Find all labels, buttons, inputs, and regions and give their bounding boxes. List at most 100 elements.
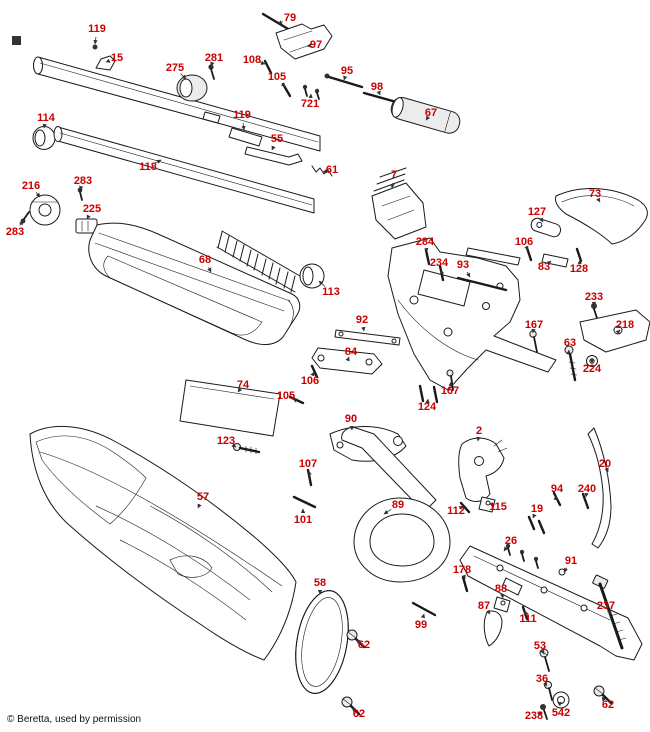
part-label-233: 233 (585, 291, 603, 303)
part-label-123: 123 (217, 435, 235, 447)
part-label-53: 53 (534, 640, 546, 652)
pin-106-b (310, 364, 319, 379)
part-label-36: 36 (536, 673, 548, 685)
sight-base (228, 127, 263, 147)
part-label-178: 178 (453, 564, 471, 576)
leader-line-123 (231, 443, 237, 448)
part-label-79: 79 (284, 12, 296, 24)
firing-pin (324, 73, 364, 89)
plate-74 (179, 379, 281, 437)
leader-line-225 (86, 214, 91, 220)
part-label-63: 63 (564, 337, 576, 349)
pin-99 (411, 601, 437, 617)
screw-63 (564, 345, 578, 382)
part-label-2: 2 (476, 425, 482, 437)
part-label-98: 98 (371, 81, 383, 93)
part-label-20: 20 (599, 458, 611, 470)
part-label-167: 167 (525, 319, 543, 331)
part-83 (541, 253, 569, 268)
magazine-follower (29, 194, 61, 226)
part-label-128: 128 (570, 263, 588, 275)
part-label-105: 105 (277, 390, 295, 402)
part-label-83: 83 (538, 261, 550, 273)
leader-line-127 (539, 217, 544, 223)
part-label-62: 62 (358, 639, 370, 651)
part-label-118: 118 (139, 161, 157, 173)
leader-line-62 (601, 696, 607, 702)
leader-line-92 (361, 326, 366, 332)
part-label-26: 26 (505, 535, 517, 547)
sight-pin (92, 44, 98, 50)
part-label-119: 119 (233, 109, 251, 121)
part-label-106: 106 (515, 236, 533, 248)
part-label-237: 237 (597, 600, 615, 612)
sight-spring (311, 165, 333, 177)
leader-line-15 (105, 58, 111, 63)
leader-line-7 (390, 182, 395, 189)
magazine-cap (32, 126, 56, 150)
part-115 (478, 496, 496, 513)
bolt (390, 97, 461, 134)
stock-bolt-237 (592, 574, 627, 650)
part-label-240: 240 (578, 483, 596, 495)
washer-542 (552, 691, 570, 709)
rear-sight-group (228, 127, 333, 177)
screw-53 (539, 648, 550, 672)
part-label-87: 87 (478, 600, 490, 612)
pin-112 (459, 501, 471, 514)
elevator-225 (75, 218, 98, 234)
barrel (33, 56, 321, 152)
sear-88 (493, 596, 511, 613)
part-label-93: 93 (457, 259, 469, 271)
diagram-artwork (12, 12, 650, 720)
cartridge-guides (456, 247, 521, 292)
part-label-90: 90 (345, 413, 357, 425)
part-label-115: 115 (489, 501, 507, 513)
leader-line-105 (280, 82, 286, 88)
leader-line-68 (207, 266, 212, 273)
leader-line-99 (420, 613, 426, 619)
part-label-284: 284 (416, 236, 435, 248)
part-label-74: 74 (237, 379, 250, 391)
part-label-283: 283 (6, 226, 24, 238)
trigger (483, 610, 503, 647)
pins-19 (527, 515, 546, 535)
part-label-7: 7 (391, 169, 397, 181)
part-label-106: 106 (301, 375, 319, 387)
leader-line-113 (318, 280, 326, 287)
part-label-112: 112 (447, 505, 465, 517)
part-label-62: 62 (602, 699, 614, 711)
part-label-224: 224 (583, 363, 602, 375)
receiver (387, 237, 557, 391)
leader-line-108 (259, 60, 266, 65)
leader-line-83 (546, 260, 552, 266)
part-label-99: 99 (415, 619, 427, 631)
pin-240 (581, 492, 590, 510)
part-label-238: 238 (525, 710, 543, 722)
part-label-107: 107 (299, 458, 317, 470)
screw-283-b (20, 211, 30, 224)
leader-line-283 (18, 220, 24, 226)
magazine-tube (53, 126, 315, 214)
part-label-218: 218 (616, 319, 634, 331)
part-label-111: 111 (519, 613, 536, 625)
sight-insert (12, 36, 21, 45)
locking-block (371, 167, 427, 240)
part-label-91: 91 (565, 555, 577, 567)
part-label-58: 58 (314, 577, 326, 589)
part-label-89: 89 (392, 499, 404, 511)
part-label-84: 84 (345, 346, 358, 358)
butt-pad (295, 590, 349, 694)
magazine-spring (216, 230, 325, 293)
part-label-275: 275 (166, 62, 184, 74)
part-label-281: 281 (205, 52, 223, 64)
part-label-92: 92 (356, 314, 368, 326)
part-label-62: 62 (353, 708, 365, 720)
part-label-108: 108 (243, 54, 261, 66)
part-label-113: 113 (322, 286, 340, 298)
part-label-68: 68 (199, 254, 211, 266)
part-label-15: 15 (111, 52, 123, 64)
leader-line-57 (197, 503, 202, 509)
